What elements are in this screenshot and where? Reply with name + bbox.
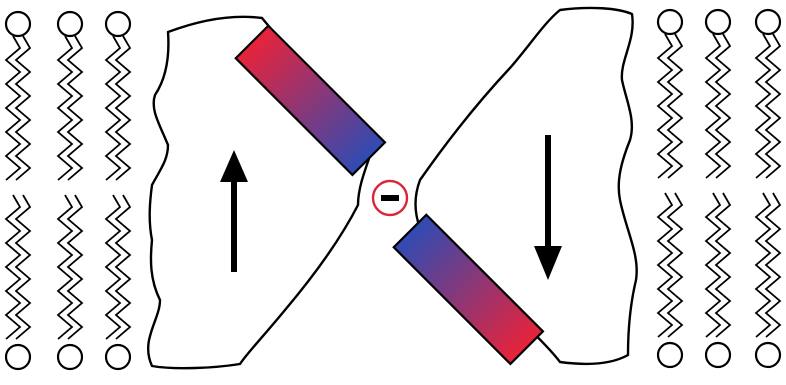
lipid-head <box>658 343 682 367</box>
lipid-upper <box>658 10 682 178</box>
lipid-head <box>106 12 130 36</box>
lipid-upper <box>6 12 30 180</box>
lipid-tail <box>766 34 780 178</box>
lipid-tail <box>68 195 82 339</box>
lipid-bilayer-left <box>6 12 130 369</box>
lipid-tail <box>716 193 730 337</box>
lipid-head <box>58 345 82 369</box>
lipid-head <box>756 10 780 34</box>
lipid-upper <box>106 12 130 180</box>
lipid-lower <box>658 193 682 367</box>
lipid-upper <box>756 10 780 178</box>
lipid-head <box>658 10 682 34</box>
lipid-lower <box>58 195 82 369</box>
lipid-tail <box>16 195 30 339</box>
lipid-upper <box>706 10 730 178</box>
lipid-lower <box>106 195 130 369</box>
lipid-head <box>756 343 780 367</box>
lipid-lower <box>756 193 780 367</box>
lipid-head <box>706 343 730 367</box>
lipid-tail <box>116 36 130 180</box>
lipid-head <box>706 10 730 34</box>
lipid-upper <box>58 12 82 180</box>
lipid-tail <box>766 193 780 337</box>
lipid-head <box>58 12 82 36</box>
lipid-lower <box>6 195 30 369</box>
lipid-tail <box>668 193 682 337</box>
lipid-head <box>6 12 30 36</box>
lipid-tail <box>16 36 30 180</box>
lipid-tail <box>68 36 82 180</box>
lipid-head <box>6 345 30 369</box>
lipid-tail <box>668 34 682 178</box>
lipid-head <box>106 345 130 369</box>
lipid-lower <box>706 193 730 367</box>
lipid-tail <box>716 34 730 178</box>
lipid-tail <box>116 195 130 339</box>
negative-charge-marker <box>373 181 407 215</box>
right-protein-subunit <box>416 8 637 364</box>
minus-sign-icon <box>381 195 399 201</box>
lipid-bilayer-right <box>658 10 780 367</box>
